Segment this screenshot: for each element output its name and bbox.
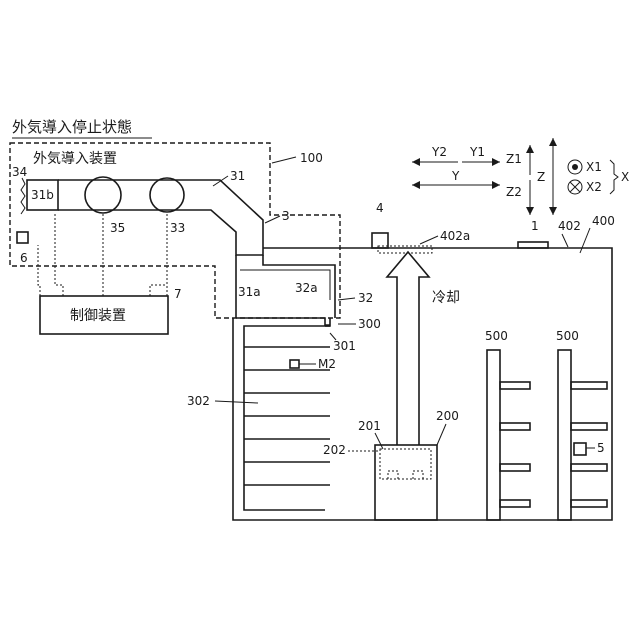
label-301: 301 [333, 339, 356, 353]
leader-400 [580, 228, 590, 253]
label-M2: M2 [318, 357, 336, 371]
leader-32 [338, 298, 355, 300]
cooling-arrow [387, 252, 429, 445]
duct-bottom [236, 318, 330, 325]
axis-z: Z [537, 170, 545, 184]
leader-201 [375, 433, 383, 449]
axis-x: X [621, 170, 629, 184]
cooler-200 [375, 445, 437, 520]
label-31: 31 [230, 169, 245, 183]
rack-500-right [558, 350, 607, 520]
axis-y1: Y1 [469, 145, 485, 159]
sensor-6 [17, 232, 28, 243]
unit-title: 外気導入装置 [33, 151, 117, 167]
axis-z2: Z2 [506, 185, 522, 199]
label-500-right: 500 [556, 329, 579, 343]
leader-100 [272, 157, 296, 163]
label-4: 4 [376, 201, 384, 215]
label-402: 402 [558, 219, 581, 233]
ctrl-line-b [55, 212, 63, 296]
label-302: 302 [187, 394, 210, 408]
leader-302 [215, 401, 258, 403]
label-31a: 31a [238, 285, 261, 299]
label-32: 32 [358, 291, 373, 305]
label-500-left: 500 [485, 329, 508, 343]
label-5: 5 [597, 441, 605, 455]
opening-402a [378, 246, 432, 253]
axis-z1: Z1 [506, 152, 522, 166]
axis-x1: X1 [586, 160, 602, 174]
label-31b: 31b [31, 188, 54, 202]
label-35: 35 [110, 221, 125, 235]
label-200: 200 [436, 409, 459, 423]
component-33 [150, 178, 184, 212]
label-7: 7 [174, 287, 182, 301]
leader-402a [420, 236, 438, 244]
label-201: 201 [358, 419, 381, 433]
fan-35 [85, 177, 121, 213]
label-6: 6 [20, 251, 28, 265]
label-3: 3 [282, 209, 290, 223]
sensor-M2 [290, 360, 299, 368]
filter-34 [21, 178, 25, 214]
duct-31 [58, 180, 263, 255]
cooler-outlets [388, 471, 423, 479]
cooling-label: 冷却 [432, 290, 460, 306]
leader-402 [562, 234, 568, 247]
ctrl-line-e [150, 285, 167, 296]
label-34: 34 [12, 165, 27, 179]
label-202: 202 [323, 443, 346, 457]
axis-y: Y [451, 169, 460, 183]
label-400: 400 [592, 214, 615, 228]
axis-x2: X2 [586, 180, 602, 194]
axis-y2: Y2 [431, 145, 447, 159]
leader-3 [265, 216, 280, 223]
sensor-5 [574, 443, 586, 455]
controller-label: 制御装置 [70, 308, 126, 324]
label-33: 33 [170, 221, 185, 235]
rack-500-left [487, 350, 530, 520]
label-1: 1 [531, 219, 539, 233]
label-100: 100 [300, 151, 323, 165]
label-402a: 402a [440, 229, 470, 243]
label-32a: 32a [295, 281, 318, 295]
label-300: 300 [358, 317, 381, 331]
diagram-title: 外気導入停止状態 [12, 118, 132, 136]
sensor-1 [518, 242, 548, 248]
leader-200 [437, 424, 446, 445]
ctrl-line-a [38, 245, 40, 296]
